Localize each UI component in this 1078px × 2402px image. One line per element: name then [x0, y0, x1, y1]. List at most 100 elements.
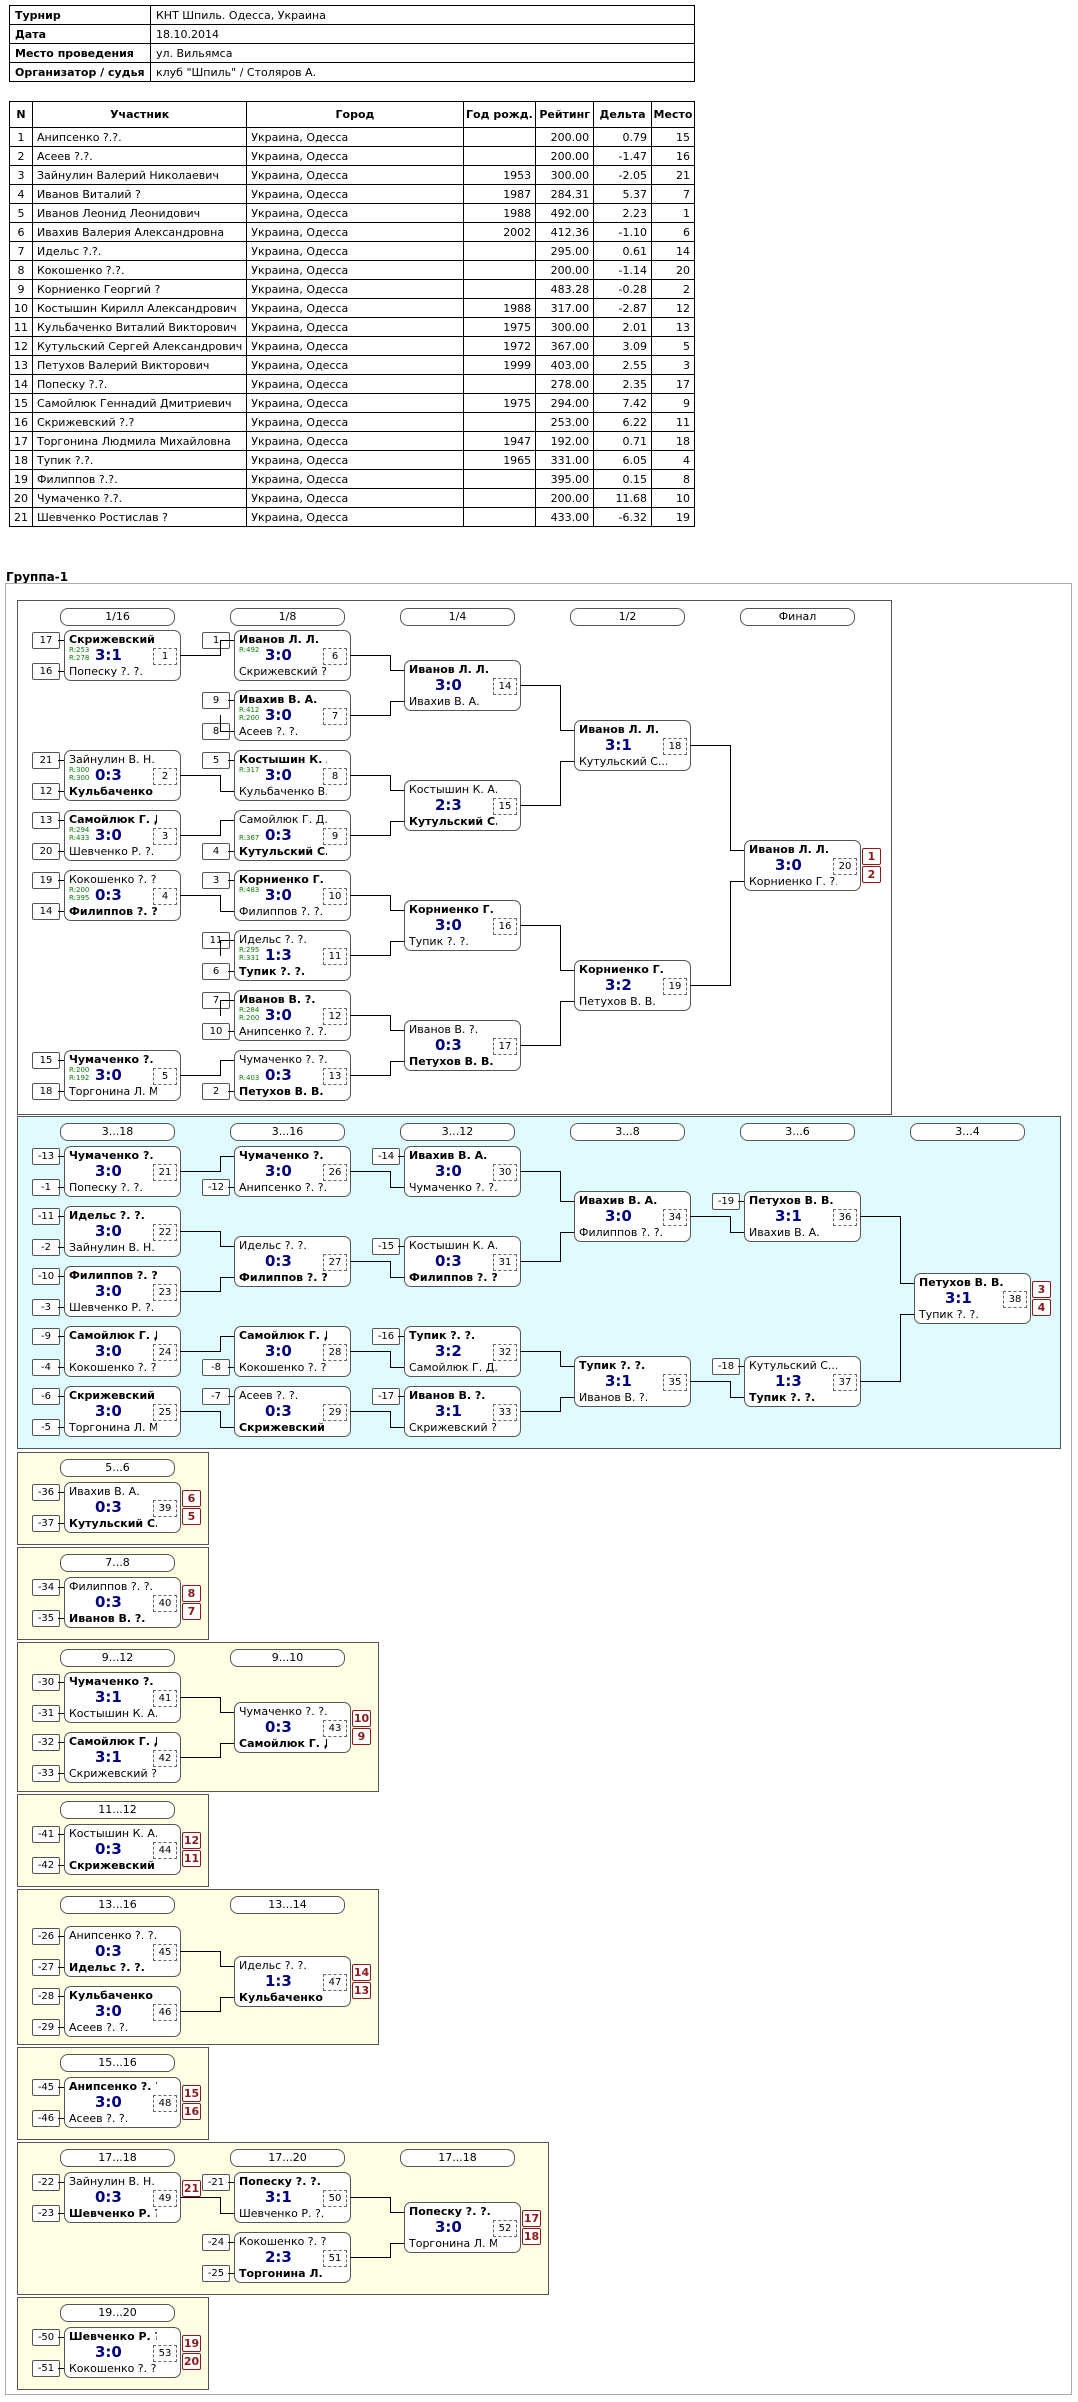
participant-cell: 192.00 [535, 431, 595, 451]
player-bottom: Тупик ?. ?. [919, 1308, 979, 1321]
round-label: 1/8 [230, 608, 345, 626]
bracket-line [180, 895, 220, 896]
place-top: 14 [352, 1964, 371, 1981]
participant-cell: -0.28 [593, 279, 652, 299]
match-score: 3:0 [775, 856, 802, 874]
match-box: Асеев ?. ?.Скрижевский ?...0:329 [234, 1386, 351, 1437]
match-number: 19 [663, 978, 687, 995]
round-label: 11...12 [60, 1801, 175, 1819]
bracket-line [220, 895, 221, 912]
match-number: 34 [663, 1209, 687, 1226]
info-value: КНТ Шпиль. Одесса, Украина [150, 5, 695, 25]
participant-cell: Зайнулин Валерий Николаевич [31, 165, 248, 185]
round-label: 3...18 [60, 1123, 175, 1141]
participant-cell: 11.68 [593, 488, 652, 508]
info-label: Турнир [9, 5, 151, 25]
participant-cell: 295.00 [535, 241, 595, 261]
bracket-line [390, 941, 391, 956]
participant-cell: 200.00 [535, 260, 595, 280]
match-box: Чумаченко ?. ?.Попеску ?. ?.3:021 [64, 1146, 181, 1197]
seed-top: -41 [32, 1826, 60, 1843]
bracket-line [900, 1283, 914, 1284]
match-number: 49 [153, 2190, 177, 2207]
column-header: Город [246, 101, 464, 128]
seed-top: -13 [32, 1148, 60, 1165]
player-bottom: Шевченко Р. ?. [239, 2207, 325, 2220]
bracket-line [520, 925, 560, 926]
seed-bottom: -23 [32, 2205, 60, 2222]
participant-cell: 2.01 [593, 317, 652, 337]
bracket-line [220, 1697, 221, 1713]
place-top: 3 [1032, 1281, 1051, 1298]
bracket-line [228, 851, 234, 852]
player-bottom: Скрижевский ?... [409, 1421, 497, 1434]
round-label: 9...12 [60, 1649, 175, 1667]
match-box: Кульбаченко В...Асеев ?. ?.3:046 [64, 1986, 181, 2037]
bracket-line [220, 2197, 221, 2214]
bracket-line [228, 1396, 234, 1397]
bracket-line [228, 760, 234, 761]
bracket-line [390, 670, 404, 671]
bracket-line [390, 1261, 391, 1278]
player-top: Петухов В. В. [919, 1276, 1004, 1289]
player-top: Тупик ?. ?. [579, 1359, 646, 1372]
bracket-line [350, 835, 390, 836]
match-box: Чумаченко ?. ?.Костышин К. А.3:141 [64, 1672, 181, 1723]
round-label: 17...18 [60, 2149, 175, 2167]
participant-cell: Чумаченко ?.?. [31, 488, 248, 508]
player-bottom: Кутульский С... [69, 1517, 157, 1530]
match-number: 2 [153, 768, 177, 785]
participant-cell: 6 [9, 222, 33, 242]
participant-cell: 2002 [462, 222, 537, 242]
player-top: Асеев ?. ?. [239, 1389, 299, 1402]
match-score: 2:3 [265, 2248, 292, 2266]
match-number: 30 [493, 1164, 517, 1181]
participant-cell: 284.31 [535, 184, 595, 204]
round-label: 3...4 [910, 1123, 1025, 1141]
seed-bottom: 18 [32, 1083, 60, 1100]
player-top: Филиппов ?. ?. [69, 1269, 157, 1282]
bracket-line [58, 1618, 64, 1619]
participant-cell [462, 260, 537, 280]
rating-bottom: R:331 [239, 954, 260, 962]
participant-cell: Украина, Одесса [246, 260, 464, 280]
participant-cell: Украина, Одесса [246, 450, 464, 470]
round-label: 1/4 [400, 608, 515, 626]
match-score: 1:3 [775, 1372, 802, 1390]
player-top: Самойлюк Г. Д. [239, 813, 327, 826]
match-score: 3:0 [265, 1006, 292, 1024]
player-bottom: Филиппов ?. ?. [579, 1226, 664, 1239]
bracket-line [560, 1232, 574, 1233]
bracket-line [350, 655, 390, 656]
match-score: 3:0 [435, 1162, 462, 1180]
place-top: 6 [182, 1490, 201, 1507]
participant-cell: 0.61 [593, 241, 652, 261]
match-number: 33 [493, 1404, 517, 1421]
bracket-line [58, 1587, 64, 1588]
match-box: Иванов В. ?.Скрижевский ?...3:133 [404, 1386, 521, 1437]
rating-bottom: R:278 [69, 654, 90, 662]
participant-cell: 3 [650, 355, 696, 375]
bracket-line [390, 1061, 391, 1076]
bracket-line [690, 1381, 730, 1382]
player-top: Корниенко Г. ?. [409, 903, 497, 916]
seed-top: -50 [32, 2329, 60, 2346]
bracket-line [390, 2243, 391, 2258]
participant-cell: Идельс ?.?. [31, 241, 248, 261]
participant-cell: Корниенко Георгий ? [31, 279, 248, 299]
column-header: Дельта [593, 101, 652, 128]
participant-cell: 20 [9, 488, 33, 508]
match-number: 14 [493, 678, 517, 695]
participant-cell: Украина, Одесса [246, 374, 464, 394]
bracket-line [350, 1075, 390, 1076]
bracket-line [390, 1367, 404, 1368]
player-bottom: Идельс ?. ?. [69, 1961, 145, 1974]
bracket-line [180, 2011, 220, 2012]
match-number: 21 [153, 1164, 177, 1181]
participant-cell: Кульбаченко Виталий Викторович [31, 317, 248, 337]
